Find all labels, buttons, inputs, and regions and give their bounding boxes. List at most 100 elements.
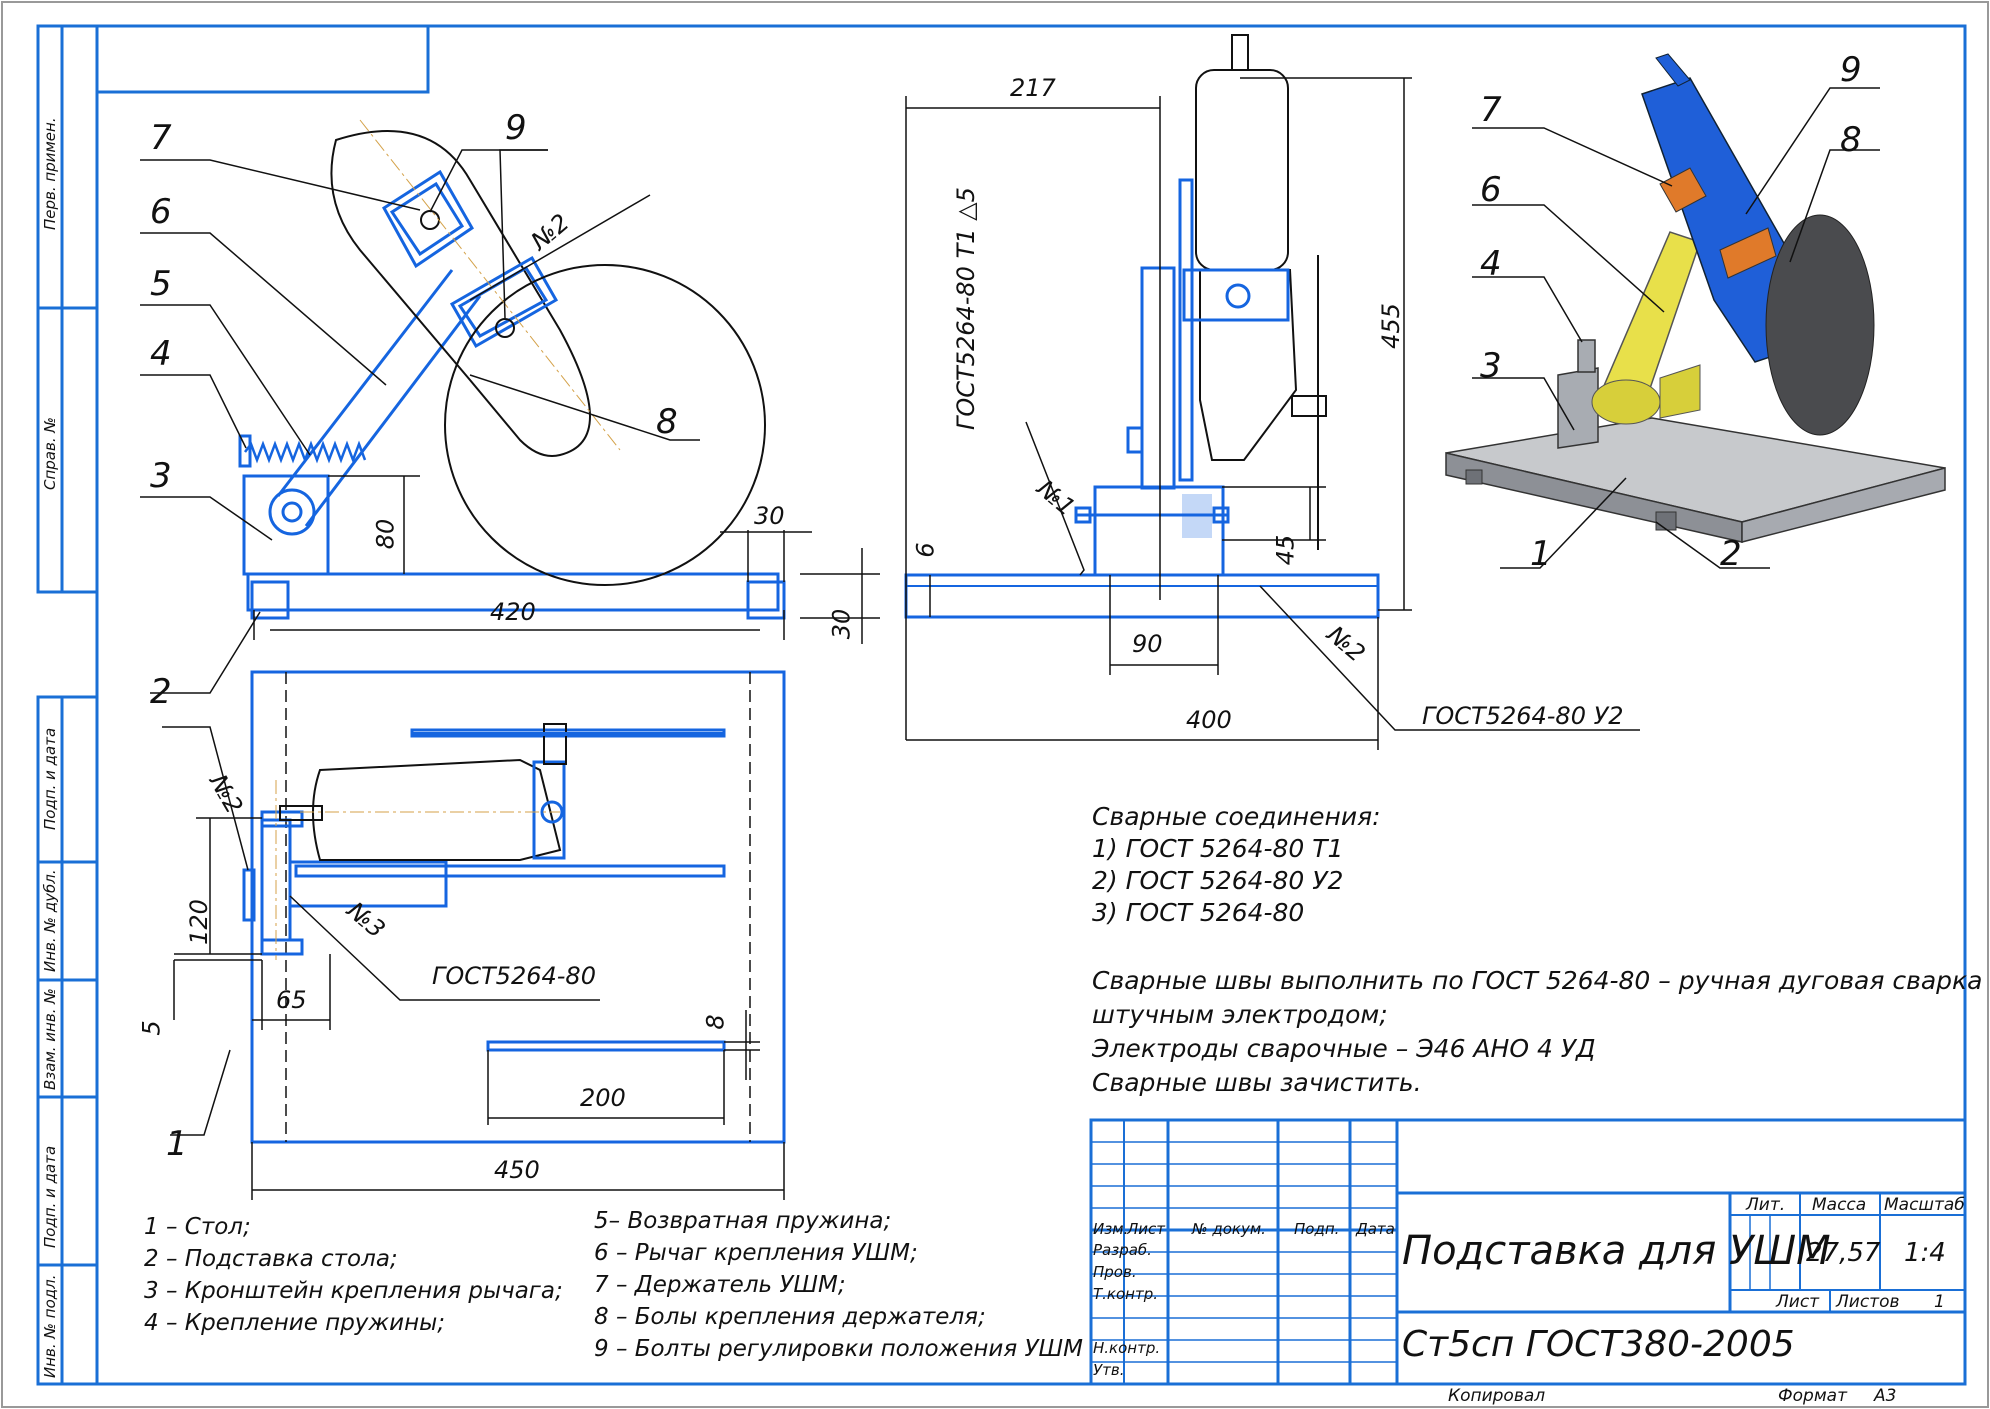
table-plate [250,670,786,1144]
label-inv-dubl: Инв. № дубл. [41,869,59,972]
dim-450: 450 [494,1156,540,1184]
tb-row-nkontr: Н.контр. [1093,1339,1161,1357]
legend-item-9: 9 – Болты регулировки положения УШМ [594,1336,1083,1362]
note-line-1: Сварные швы выполнить по ГОСТ 5264-80 – … [1092,966,1983,995]
dim-8: 8 [701,1014,730,1030]
legend-item-6: 6 – Рычаг крепления УШМ; [594,1240,918,1266]
iso-callout-2: 2 [1720,534,1742,574]
callout-7: 7 [150,118,172,158]
dim-455: 455 [1376,303,1405,349]
label-podp-data-1: Подп. и дата [41,727,59,830]
iso-view [1445,53,1946,569]
dim-5: 5 [137,1020,166,1036]
tb-header-list: Лист [1127,1220,1166,1238]
dim-80: 80 [371,518,400,550]
tb-header-podp: Подп. [1294,1220,1340,1238]
callout-8: 8 [656,402,678,442]
callout-2: 2 [150,672,172,712]
label-sprav-no: Справ. № [41,417,59,490]
grinder-body-side [1195,69,1289,271]
tb-row-razrab: Разраб. [1093,1241,1152,1259]
base-tube-side [904,573,1380,619]
callout-4: 4 [150,334,172,374]
tb-sheet-label: Лист [1776,1292,1820,1312]
iso-callout-7: 7 [1480,90,1502,130]
dim-200: 200 [580,1084,626,1112]
tb-lit-label: Лит. [1746,1195,1786,1215]
legend-item-8: 8 – Болы крепления держателя; [594,1304,986,1330]
tb-scale-label: Масштаб [1884,1195,1965,1215]
callout-3: 3 [150,456,172,496]
iso-callout-3: 3 [1480,346,1502,386]
side-strip-upper [36,24,99,594]
iso-disc [1765,214,1875,436]
iso-bracket [1557,367,1599,449]
label-inv-podl: Инв. № подл. [41,1274,59,1378]
grinder-body-front [330,130,591,457]
tb-sheets-value: 1 [1934,1292,1945,1312]
tb-row-utv: Утв. [1093,1361,1125,1379]
iso-callout-9: 9 [1840,50,1862,90]
front-view [140,119,880,694]
top-left-stamp-box [97,26,430,94]
dim-90: 90 [1132,630,1163,658]
grinder-body-top [312,758,562,861]
iso-callout-6: 6 [1480,170,1502,210]
dim-400: 400 [1186,706,1232,734]
dim-45: 45 [1271,534,1300,566]
iso-callout-1: 1 [1530,534,1552,574]
legend-item-7: 7 – Держатель УШМ; [594,1272,846,1298]
legend-item-3: 3 – Кронштейн крепления рычага; [144,1278,563,1304]
tb-row-prov: Пров. [1093,1263,1137,1281]
spring-5 [244,440,367,464]
base-tube [246,572,780,612]
weld-line-2: 2) ГОСТ 5264-80 У2 [1092,866,1344,895]
note-line-4: Сварные швы зачистить. [1092,1068,1422,1097]
label-perv-primen: Перв. примен. [41,117,59,230]
drawing-frame [95,24,1967,1386]
dim-120: 120 [184,899,213,945]
tb-material: Ст5сп ГОСТ380-2005 [1402,1324,1795,1365]
tb-scale-value: 1:4 [1904,1238,1946,1268]
cutting-disc-front [444,264,766,586]
note-line-3: Электроды сварочные – Э46 АНО 4 УД [1092,1034,1596,1063]
title-block [1089,1118,1967,1386]
gost-u2-note: ГОСТ5264-80 У2 [1422,702,1624,730]
label-podp-data-2: Подп. и дата [41,1145,59,1248]
welds-title: Сварные соединения: [1092,802,1381,831]
side-strip-lower [36,695,99,1386]
gost-top-note: ГОСТ5264-80 [432,962,596,990]
dim-30-w: 30 [754,502,785,530]
note-line-2: штучным электродом; [1092,1000,1388,1029]
dim-30-h: 30 [827,608,856,640]
callout-5: 5 [150,264,172,304]
dim-217: 217 [1010,74,1056,102]
dim-6: 6 [911,542,940,558]
dim-420: 420 [490,598,536,626]
gost-vertical-note: ГОСТ5264-80 Т1 △5 [952,187,980,430]
legend-item-5: 5– Возвратная пружина; [594,1208,892,1234]
tb-sheets-label: Листов [1836,1292,1900,1312]
tb-copied: Копировал [1448,1386,1546,1406]
tb-format-value: А3 [1874,1386,1897,1406]
tb-mass-label: Масса [1812,1195,1867,1215]
label-vzam-inv: Взам. инв. № [41,988,59,1090]
iso-callout-4: 4 [1480,244,1502,284]
legend-item-1: 1 – Стол; [144,1214,251,1240]
tb-title: Подставка для УШМ [1402,1228,1831,1274]
top-view [162,670,786,1200]
lever-side [1140,266,1176,490]
tb-format-label: Формат [1778,1386,1847,1406]
legend-item-4: 4 – Крепление пружины; [144,1310,446,1336]
lever-6 [276,269,482,527]
callout-6: 6 [150,192,172,232]
tb-row-tkontr: Т.контр. [1093,1285,1159,1303]
tb-mass-value: 27,57 [1806,1238,1881,1268]
tb-header-data: Дата [1356,1220,1395,1238]
tb-header-doc: № докум. [1192,1220,1266,1238]
tb-header-izm: Изм. [1093,1220,1129,1238]
iso-holder-7 [1659,167,1707,213]
weld-line-3: 3) ГОСТ 5264-80 [1092,898,1305,927]
